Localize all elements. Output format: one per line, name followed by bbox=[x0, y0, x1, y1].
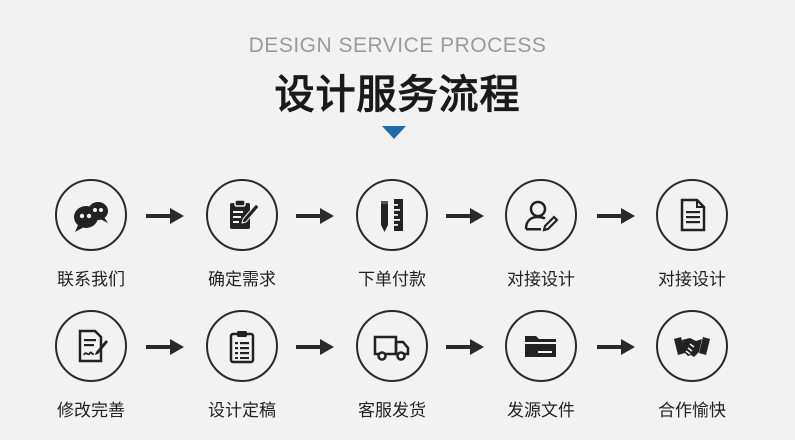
arrow-right-icon bbox=[296, 208, 334, 224]
step-shipping: 客服发货 bbox=[337, 310, 447, 421]
handshake-icon bbox=[674, 337, 710, 357]
step-send-source-files: 发源文件 bbox=[486, 310, 596, 421]
step-circle bbox=[55, 310, 127, 382]
step-circle bbox=[55, 179, 127, 251]
chat-bubbles-icon bbox=[74, 202, 108, 232]
clipboard-pen-icon bbox=[230, 199, 260, 229]
arrow-right-icon bbox=[446, 339, 484, 355]
truck-icon bbox=[373, 335, 410, 361]
arrow-right-icon bbox=[146, 208, 184, 224]
step-design-docking: 对接设计 bbox=[486, 179, 596, 290]
user-edit-icon bbox=[524, 200, 559, 232]
step-circle bbox=[656, 310, 728, 382]
down-triangle-icon bbox=[382, 126, 406, 139]
step-circle bbox=[656, 179, 728, 251]
step-label: 发源文件 bbox=[507, 401, 575, 421]
step-circle bbox=[505, 310, 577, 382]
page-title: 设计服务流程 bbox=[274, 72, 521, 118]
arrow-right-icon bbox=[597, 208, 635, 224]
arrow-right-icon bbox=[446, 208, 484, 224]
step-confirm-requirements: 确定需求 bbox=[187, 179, 297, 290]
step-circle bbox=[356, 310, 428, 382]
step-circle bbox=[505, 179, 577, 251]
step-label: 下单付款 bbox=[358, 270, 426, 290]
subtitle: DESIGN SERVICE PROCESS bbox=[248, 34, 547, 57]
document-signature-icon bbox=[78, 329, 108, 363]
step-label: 设计定稿 bbox=[208, 401, 276, 421]
step-label: 客服发货 bbox=[358, 401, 426, 421]
arrow-right-icon bbox=[146, 339, 184, 355]
step-design-docking-2: 对接设计 bbox=[637, 179, 747, 290]
folder-icon bbox=[525, 336, 556, 357]
arrow-right-icon bbox=[296, 339, 334, 355]
clipboard-list-icon bbox=[229, 331, 255, 364]
step-label: 修改完善 bbox=[57, 401, 125, 421]
step-label: 合作愉快 bbox=[658, 401, 726, 421]
step-label: 对接设计 bbox=[658, 270, 726, 290]
step-label: 联系我们 bbox=[57, 270, 125, 290]
step-finalize-design: 设计定稿 bbox=[187, 310, 297, 421]
step-circle bbox=[206, 310, 278, 382]
step-label: 对接设计 bbox=[507, 270, 575, 290]
step-cooperation: 合作愉快 bbox=[637, 310, 747, 421]
arrow-right-icon bbox=[597, 339, 635, 355]
step-circle bbox=[356, 179, 428, 251]
document-icon bbox=[680, 198, 706, 232]
step-label: 确定需求 bbox=[208, 270, 276, 290]
pencil-ruler-icon bbox=[381, 199, 403, 232]
step-contact-us: 联系我们 bbox=[36, 179, 146, 290]
step-revise: 修改完善 bbox=[36, 310, 146, 421]
step-circle bbox=[206, 179, 278, 251]
step-order-payment: 下单付款 bbox=[337, 179, 447, 290]
